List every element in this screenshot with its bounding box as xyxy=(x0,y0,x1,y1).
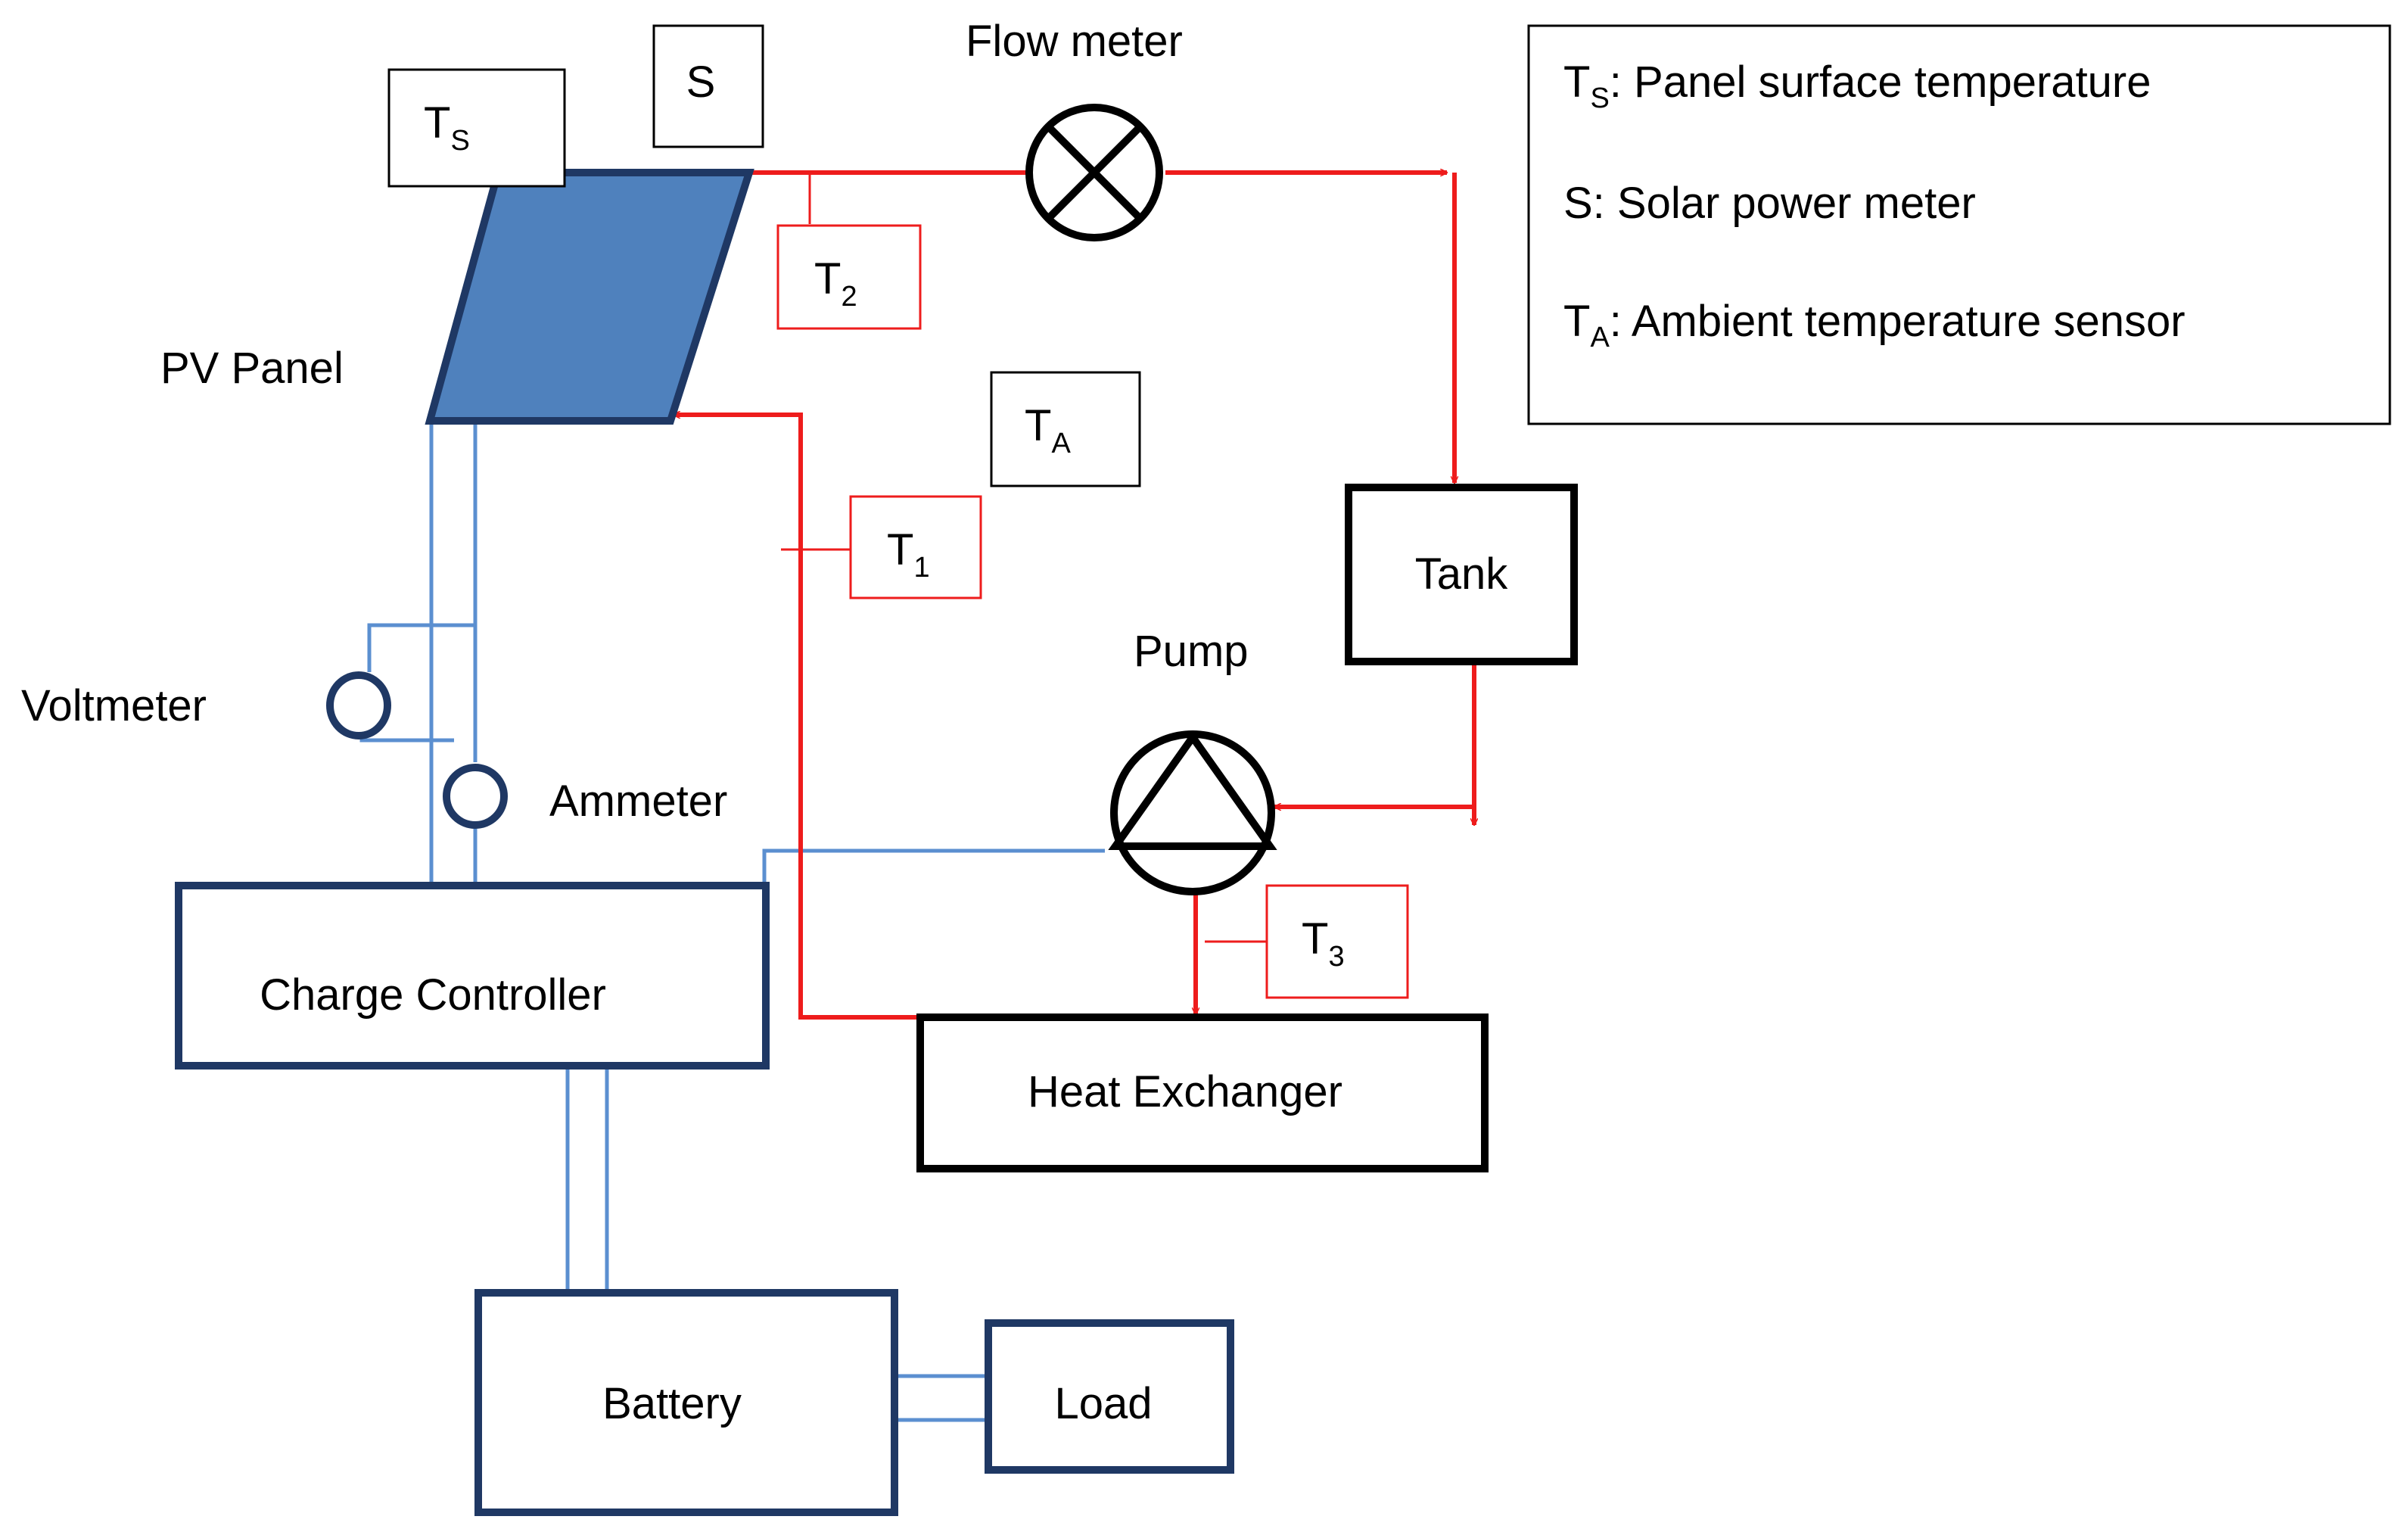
legend-ts: TS: Panel surface temperature xyxy=(1563,58,2151,114)
sensor-taps xyxy=(781,174,1267,943)
tank-label: Tank xyxy=(1415,550,1509,599)
ammeter-icon xyxy=(443,764,508,829)
charge-controller-label: Charge Controller xyxy=(260,970,606,1020)
pv-panel-label: PV Panel xyxy=(160,344,344,393)
legend-s: S: Solar power meter xyxy=(1563,179,1976,228)
sensor-t3: T3 xyxy=(1265,884,1409,999)
svg-text:TS: TS xyxy=(424,98,470,157)
svg-text:T2: T2 xyxy=(814,254,857,313)
heat-exchanger-box xyxy=(916,1013,1489,1172)
charge-controller-box xyxy=(175,882,770,1070)
sensor-t1: T1 xyxy=(849,495,982,599)
battery-box xyxy=(474,1289,898,1516)
sensor-ts: TS xyxy=(387,68,566,188)
svg-text:T3: T3 xyxy=(1302,914,1345,973)
load-label: Load xyxy=(1054,1379,1152,1428)
load-box xyxy=(985,1319,1234,1474)
fluid-loop xyxy=(674,173,1474,1020)
ammeter-label: Ammeter xyxy=(549,777,727,826)
tank-box xyxy=(1345,484,1578,665)
voltmeter-icon xyxy=(326,671,391,739)
heat-exchanger-label: Heat Exchanger xyxy=(1028,1067,1342,1116)
sensor-ta: TA xyxy=(990,371,1141,487)
legend-box: TS: Panel surface temperature S: Solar p… xyxy=(1527,24,2391,425)
voltmeter-label: Voltmeter xyxy=(21,681,207,730)
electrical-wiring xyxy=(359,421,1105,1422)
sensor-t2: T2 xyxy=(776,224,922,330)
battery-label: Battery xyxy=(602,1379,742,1428)
flow-meter-label: Flow meter xyxy=(966,17,1183,66)
svg-text:TA: TA xyxy=(1025,401,1071,459)
svg-text:T1: T1 xyxy=(887,525,930,584)
legend-ta: TA: Ambient temperature sensor xyxy=(1563,297,2186,353)
pv-panel xyxy=(425,169,754,425)
sensor-s: S xyxy=(652,24,764,148)
pump-label: Pump xyxy=(1134,627,1249,676)
pump-icon xyxy=(1108,730,1277,895)
flow-meter-icon xyxy=(1025,104,1163,241)
svg-text:S: S xyxy=(686,58,716,107)
